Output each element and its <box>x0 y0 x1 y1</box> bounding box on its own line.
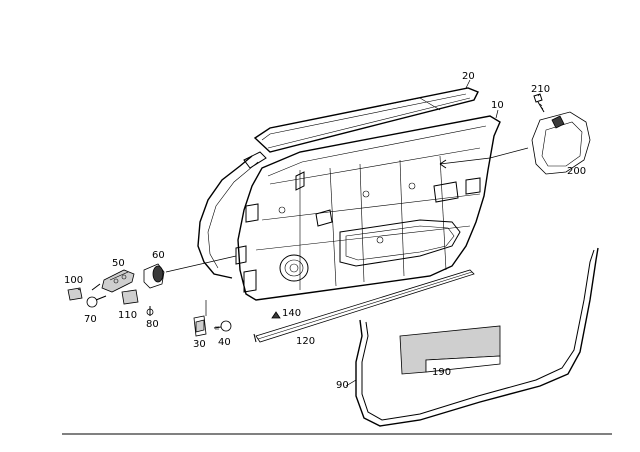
part-60-lock-cylinder[interactable] <box>143 255 237 289</box>
part-190-cutout <box>425 355 501 373</box>
label-200: 200 <box>567 166 586 177</box>
label-40: 40 <box>218 337 231 348</box>
leader-20 <box>465 79 471 89</box>
part-100-cap[interactable] <box>67 287 83 301</box>
label-80: 80 <box>146 319 159 330</box>
label-100: 100 <box>64 275 83 286</box>
part-20-door-frame[interactable] <box>197 87 479 279</box>
part-110-clip[interactable] <box>121 289 139 305</box>
leader-210 <box>537 93 541 97</box>
label-140: 140 <box>282 308 301 319</box>
part-50-handle-mechanism[interactable] <box>91 269 135 293</box>
label-90: 90 <box>336 380 349 391</box>
label-10: 10 <box>491 100 504 111</box>
part-10-door-shell[interactable] <box>235 115 501 301</box>
label-20: 20 <box>462 71 475 82</box>
leader-10 <box>495 109 499 119</box>
part-210-screw[interactable] <box>533 93 545 113</box>
leader-100 <box>77 288 81 291</box>
part-120-belt-molding[interactable] <box>253 269 475 343</box>
label-110: 110 <box>118 310 137 321</box>
label-50: 50 <box>112 258 125 269</box>
leader-90 <box>345 379 357 387</box>
label-60: 60 <box>152 250 165 261</box>
part-200-mirror-cover[interactable] <box>531 111 591 175</box>
label-30: 30 <box>193 339 206 350</box>
part-90-door-seal[interactable] <box>355 247 599 427</box>
mirror-leader-arrow <box>439 159 447 169</box>
label-210: 210 <box>531 84 550 95</box>
part-140-clip[interactable] <box>271 311 281 319</box>
part-40-bolt[interactable] <box>213 320 232 332</box>
part-70-screw[interactable] <box>86 295 107 308</box>
label-120: 120 <box>296 336 315 347</box>
label-190: 190 <box>432 367 451 378</box>
part-80-screw[interactable] <box>146 306 154 316</box>
part-30-hinge[interactable] <box>193 300 207 337</box>
mirror-leader-line <box>439 147 529 165</box>
label-70: 70 <box>84 314 97 325</box>
